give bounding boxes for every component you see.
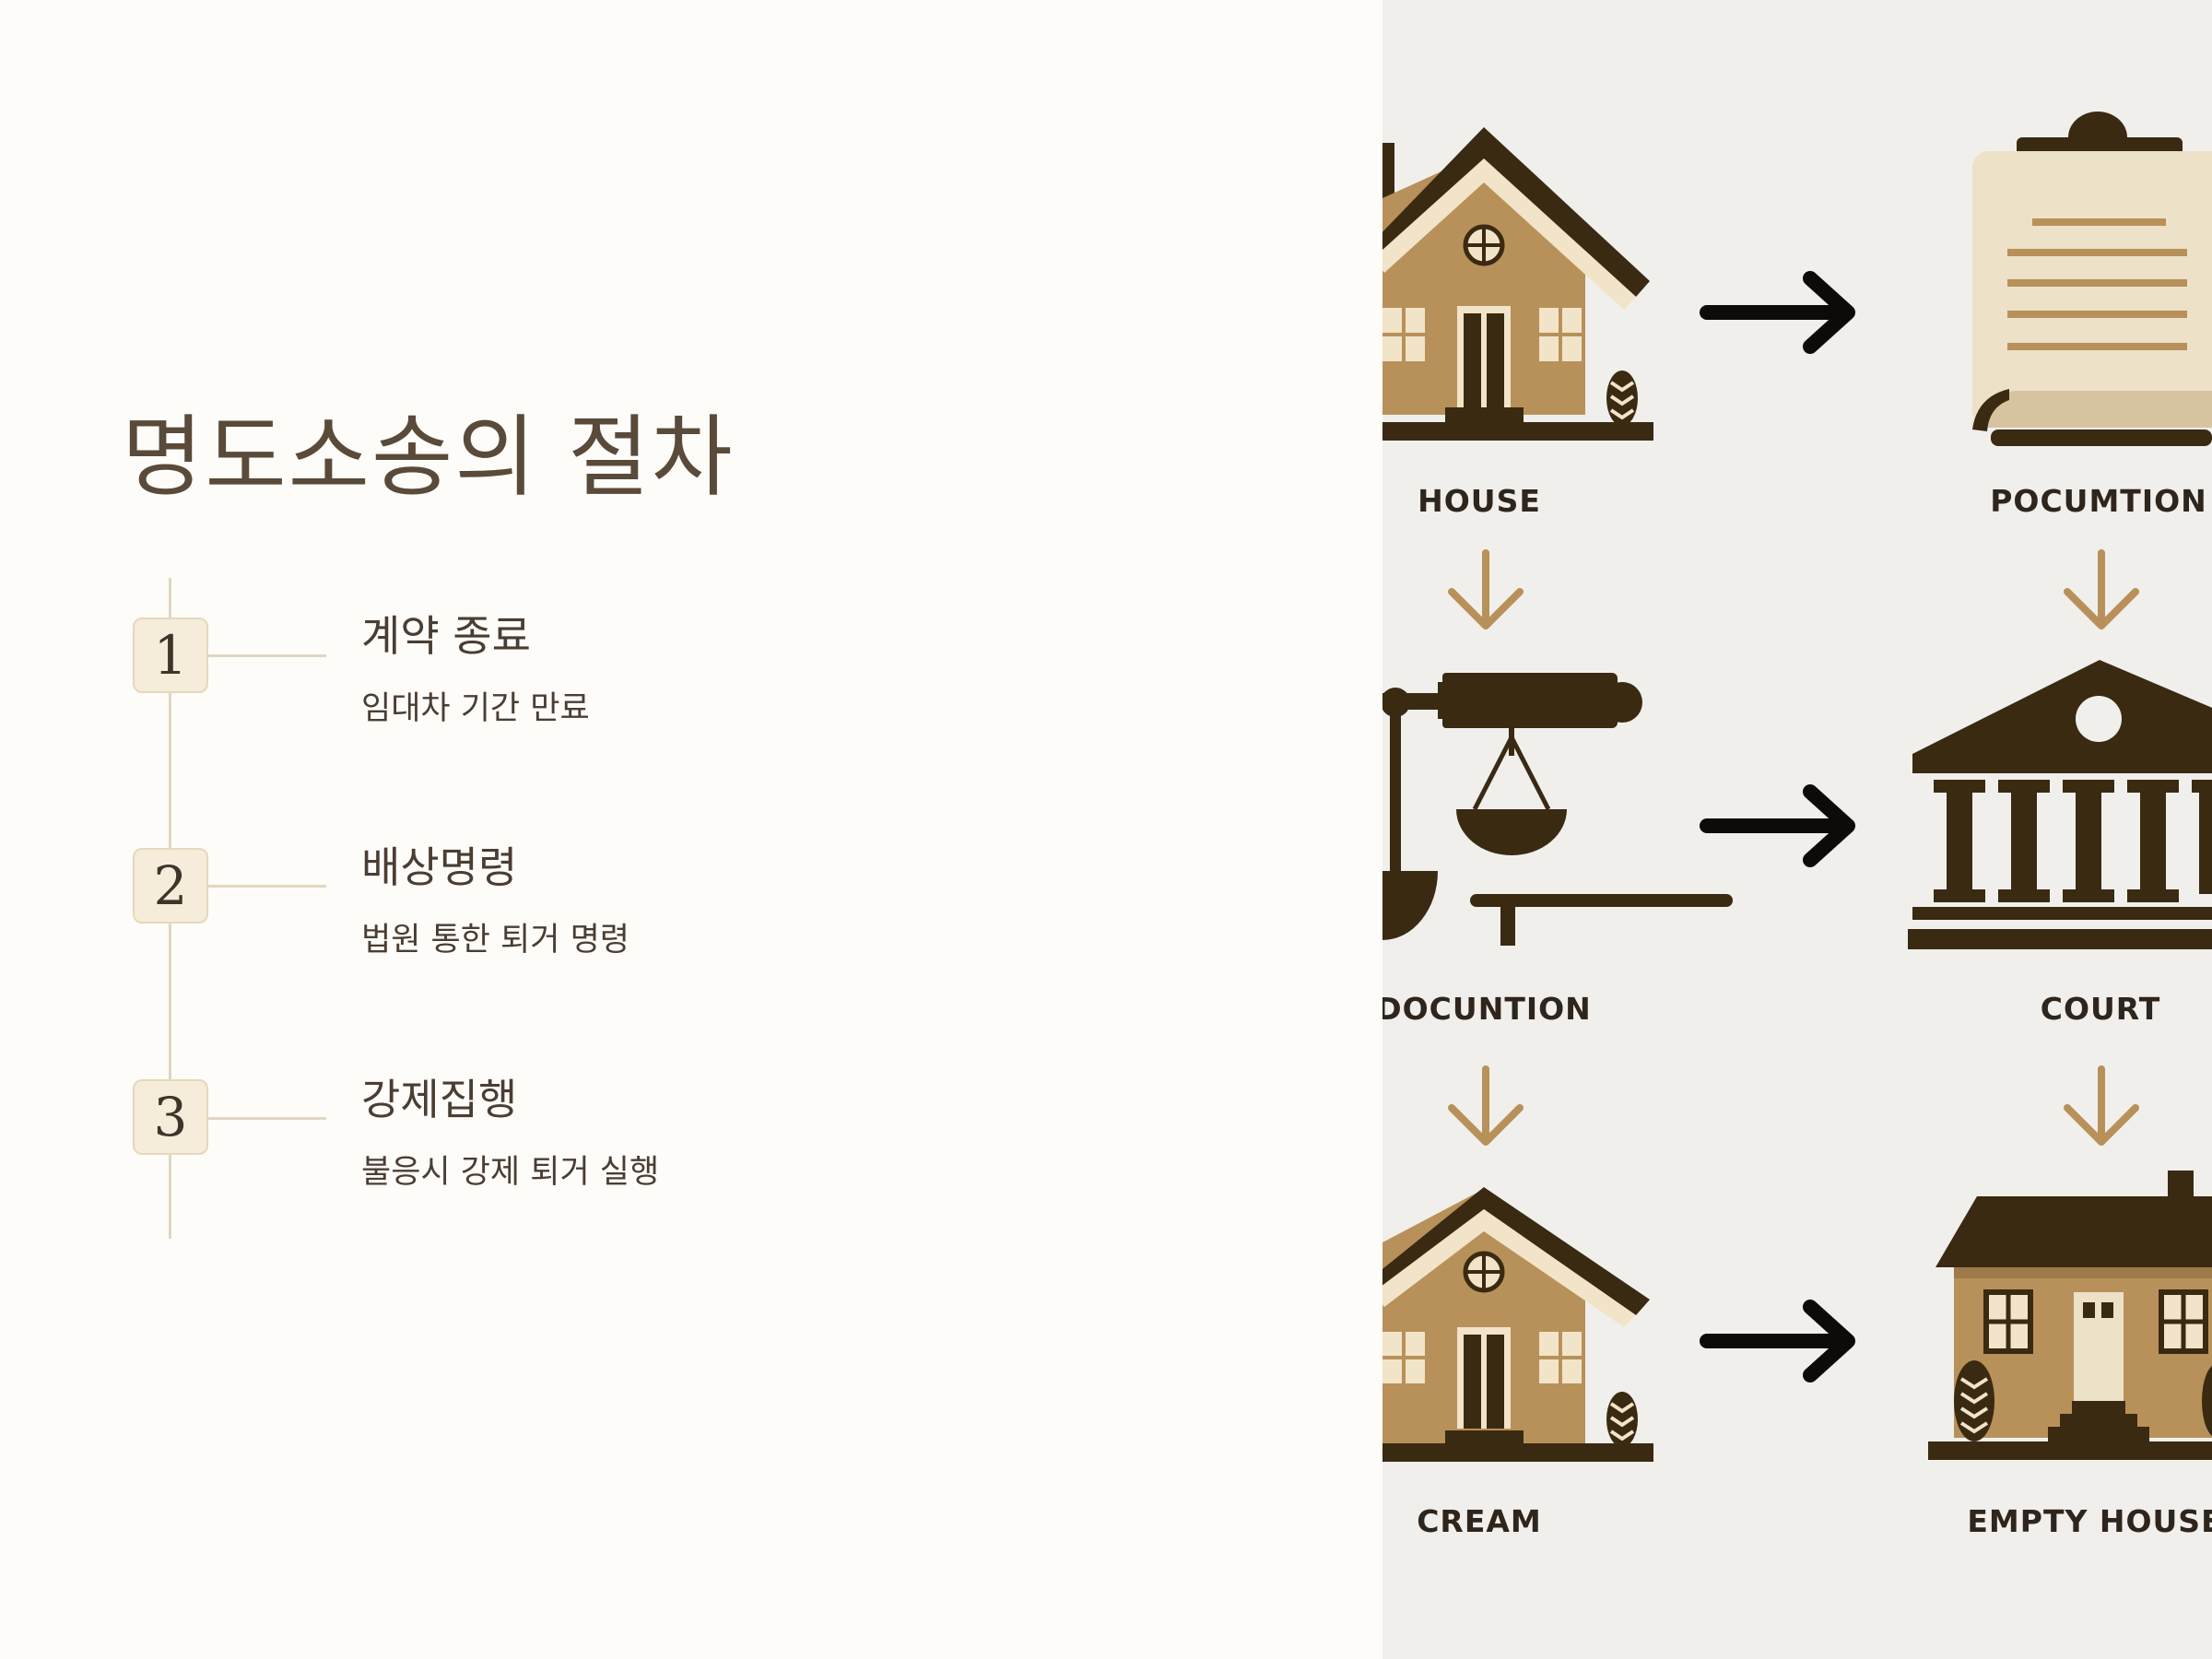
scales-label: DOCUNTION: [1382, 991, 1592, 1027]
slide-title: 명도소송의 절차: [122, 406, 735, 509]
courthouse-icon: [1908, 660, 2212, 949]
process-flow-illustration: HOUSE POCUMTION: [1382, 112, 2212, 1539]
down-arrow-icon: [1448, 549, 1524, 629]
right-arrow-icon: [1700, 1300, 1855, 1382]
down-arrow-icon: [1448, 1065, 1524, 1146]
house-icon: [1382, 127, 1653, 441]
right-arrow-icon: [1700, 271, 1855, 354]
step-3-number-badge: 3: [133, 1079, 208, 1155]
scales-icon: [1382, 673, 1733, 946]
down-arrow-icon: [2064, 1065, 2139, 1146]
down-arrow-icon: [2064, 549, 2139, 629]
right-arrow-icon: [1700, 784, 1855, 867]
step-1-title: 계약 종료: [361, 611, 531, 661]
cream-label: CREAM: [1417, 1503, 1542, 1539]
step-3-description: 불응시 강제 퇴거 실행: [361, 1154, 660, 1191]
step-1-connector: [208, 654, 326, 657]
document-label: POCUMTION: [1990, 483, 2207, 519]
step-3-connector: [208, 1117, 326, 1120]
step-2-title: 배상명령: [361, 842, 518, 892]
empty-house-label: EMPTY HOUSE: [1967, 1503, 2212, 1539]
step-1-description: 임대차 기간 만료: [361, 690, 590, 727]
house-icon: [1382, 1187, 1653, 1462]
document-icon: [1972, 112, 2212, 446]
court-label: COURT: [2041, 991, 2161, 1027]
house-label: HOUSE: [1418, 483, 1541, 519]
empty-house-icon: [1928, 1171, 2212, 1460]
step-2-number-badge: 2: [133, 848, 208, 924]
step-2-connector: [208, 885, 326, 888]
illustration-panel: HOUSE POCUMTION: [1382, 0, 2212, 1659]
step-2-description: 법원 통한 퇴거 명령: [361, 922, 629, 959]
step-1-number-badge: 1: [133, 618, 208, 693]
step-3-title: 강제집행: [361, 1075, 518, 1124]
content-panel: 명도소송의 절차 1 계약 종료 임대차 기간 만료 2 배상명령 법원 통한 …: [122, 406, 735, 1239]
